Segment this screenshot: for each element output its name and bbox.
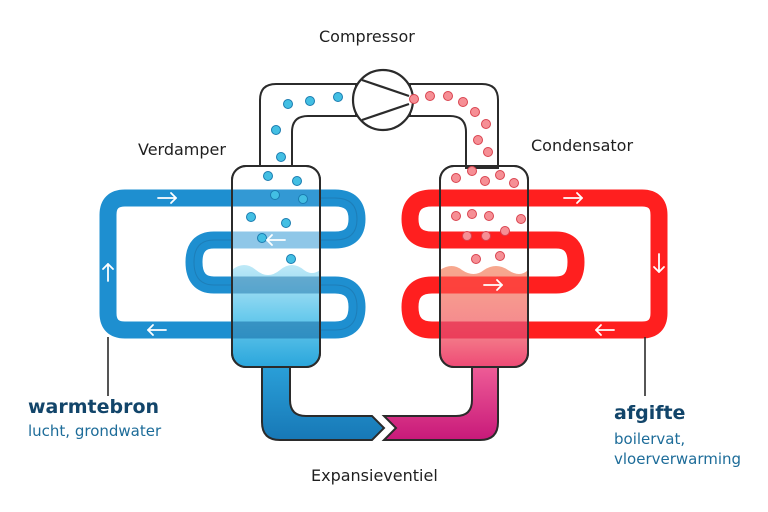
leader-lines — [107, 337, 646, 396]
arrow-icon — [483, 279, 503, 291]
arrow-icon — [563, 192, 583, 204]
refrigerant-top-tubes — [259, 68, 499, 169]
arrow-icon — [157, 192, 177, 204]
arrow-icon — [266, 234, 286, 246]
arrow-icon — [102, 263, 114, 282]
source-loop-coil — [185, 189, 366, 339]
cold-vapour-bubbles — [246, 92, 343, 264]
compressor-label: Compressor — [319, 27, 415, 46]
compressor-symbol-icon — [351, 68, 415, 132]
arrow-icon — [653, 253, 665, 273]
evaporator-label: Verdamper — [138, 140, 226, 159]
condenser-label: Condensator — [531, 136, 634, 155]
expansion-pipes — [261, 366, 499, 441]
heat-output-subtitle-line2: vloerverwarming — [614, 450, 742, 468]
output-loop-outer-pipe — [520, 189, 668, 339]
heat-source-subtitle: lucht, grondwater — [28, 422, 162, 440]
heat-output-subtitle-line1: boilervat, — [614, 430, 686, 448]
arrow-icon — [147, 324, 167, 336]
output-loop-coil — [401, 189, 585, 339]
hot-vapour-tube — [409, 83, 499, 169]
expansion-valve-label: Expansieventiel — [311, 466, 438, 485]
hot-liquid-pipe — [381, 366, 499, 441]
source-loop-outline — [193, 197, 358, 331]
arrow-icon — [595, 324, 615, 336]
cold-liquid-pipe — [261, 366, 386, 441]
flow-arrows — [102, 192, 665, 336]
heat-source-title: warmtebron — [28, 396, 160, 418]
evaporator-liquid — [232, 265, 320, 367]
heat-output-title: afgifte — [614, 402, 686, 424]
hot-vapour-bubbles — [409, 91, 526, 264]
